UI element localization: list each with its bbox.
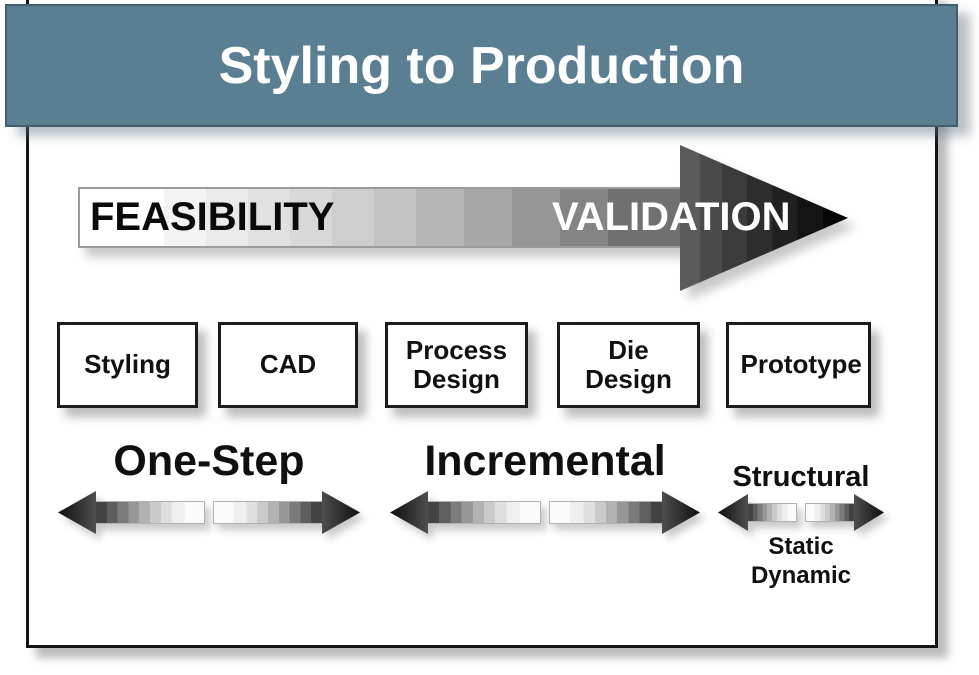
title-band: Styling to Production [5, 4, 958, 127]
arrow-segment [805, 503, 855, 522]
structural-label: Structural [732, 461, 870, 493]
process-box-prototype: Prototype [726, 322, 871, 408]
process-box-label: CAD [259, 349, 317, 380]
incremental-label: Incremental [424, 437, 666, 485]
process-box-label: Die Design [585, 334, 672, 394]
arrow-segment [95, 501, 205, 524]
process-box-process-design: Process Design [385, 322, 528, 408]
process-box-cad: CAD [218, 322, 358, 408]
arrow-segment [213, 501, 323, 524]
process-box-label: Prototype [740, 349, 862, 380]
process-box-die-design: Die Design [557, 322, 700, 408]
gradient-arrow-shaft [78, 187, 682, 248]
process-box-styling: Styling [57, 322, 198, 408]
process-box-label: Styling [84, 349, 171, 380]
dynamic-label: Dynamic [750, 562, 852, 589]
arrowhead-right-icon [322, 491, 360, 534]
arrow-segment [427, 501, 541, 524]
one-step-label: One-Step [113, 437, 305, 485]
feasibility-label: FEASIBILITY [90, 195, 335, 239]
arrowhead-left-icon [390, 491, 428, 534]
structural-range-arrow [718, 494, 884, 531]
incremental-range-arrow [390, 491, 700, 534]
arrowhead-left-icon [58, 491, 96, 534]
static-label: Static [768, 533, 834, 560]
one-step-range-arrow [58, 491, 360, 534]
slide-title: Styling to Production [218, 36, 745, 95]
feasibility-validation-arrow: FEASIBILITY VALIDATION [78, 145, 850, 291]
arrow-segment [549, 501, 663, 524]
arrowhead-right-icon [854, 494, 884, 531]
arrowhead-right-icon [662, 491, 700, 534]
arrow-segment [747, 503, 797, 522]
arrowhead-left-icon [718, 494, 748, 531]
validation-label: VALIDATION [552, 195, 791, 239]
process-box-label: Process Design [405, 334, 508, 394]
